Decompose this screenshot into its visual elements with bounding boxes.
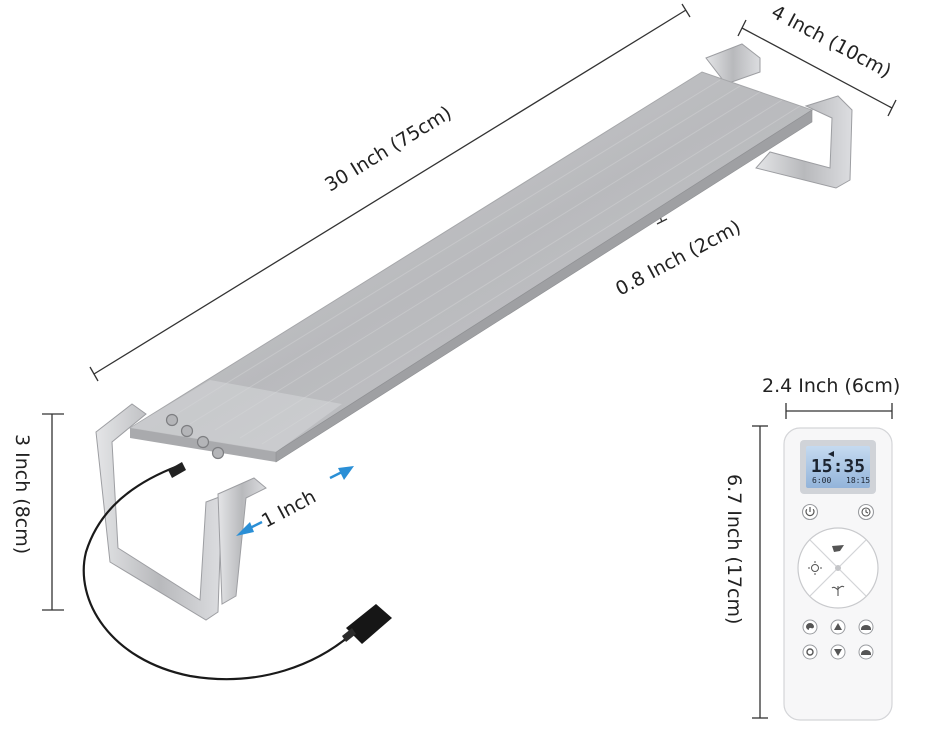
front-left-bracket [95, 403, 267, 621]
power-button [801, 503, 819, 521]
remote-control: 15:35 6:00 18:15 [783, 427, 893, 721]
height-dimension: 3 Inch (8cm) [11, 413, 64, 611]
height-label: 3 Inch (8cm) [11, 434, 33, 554]
control-button-2 [180, 424, 194, 438]
control-button-3 [196, 435, 210, 449]
power-cable [82, 462, 392, 681]
control-buttons [165, 413, 225, 460]
sunset-icon [861, 650, 871, 655]
length-label: 30 Inch (75cm) [321, 102, 455, 196]
sun-icon [808, 561, 822, 575]
triangle-down-icon [834, 649, 842, 656]
remote-screen-end: 18:15 [846, 476, 870, 485]
back-bracket [705, 43, 853, 189]
mode-dial [797, 527, 879, 609]
width-label: 4 Inch (10cm) [768, 1, 895, 83]
mode-dial-center [835, 565, 841, 571]
power-icon [805, 508, 815, 517]
light-panel [128, 71, 814, 463]
settings-button [802, 644, 818, 660]
triangle-up-icon [834, 623, 842, 630]
remote-width-dimension: 2.4 Inch (6cm) [762, 375, 900, 419]
gear-icon [806, 648, 814, 656]
bird-icon [832, 545, 844, 552]
clock-icon [861, 507, 871, 517]
clock-button [857, 503, 875, 521]
remote-height-dimension: 6.7 Inch (17cm) [723, 425, 768, 719]
control-button-4 [211, 446, 225, 460]
remote-screen-time: 15:35 [811, 456, 865, 477]
plant-icon [831, 585, 845, 596]
remote-screen-start: 6:00 [812, 476, 831, 485]
extension-dimension: 1 Inch [236, 466, 354, 536]
remote-width-label: 2.4 Inch (6cm) [762, 375, 900, 397]
palette-icon [806, 623, 814, 630]
dc-connector [346, 604, 392, 644]
control-button-1 [165, 413, 179, 427]
remote-height-label: 6.7 Inch (17cm) [723, 474, 745, 624]
sunrise-icon [861, 625, 871, 630]
extension-label: 1 Inch [258, 486, 320, 533]
